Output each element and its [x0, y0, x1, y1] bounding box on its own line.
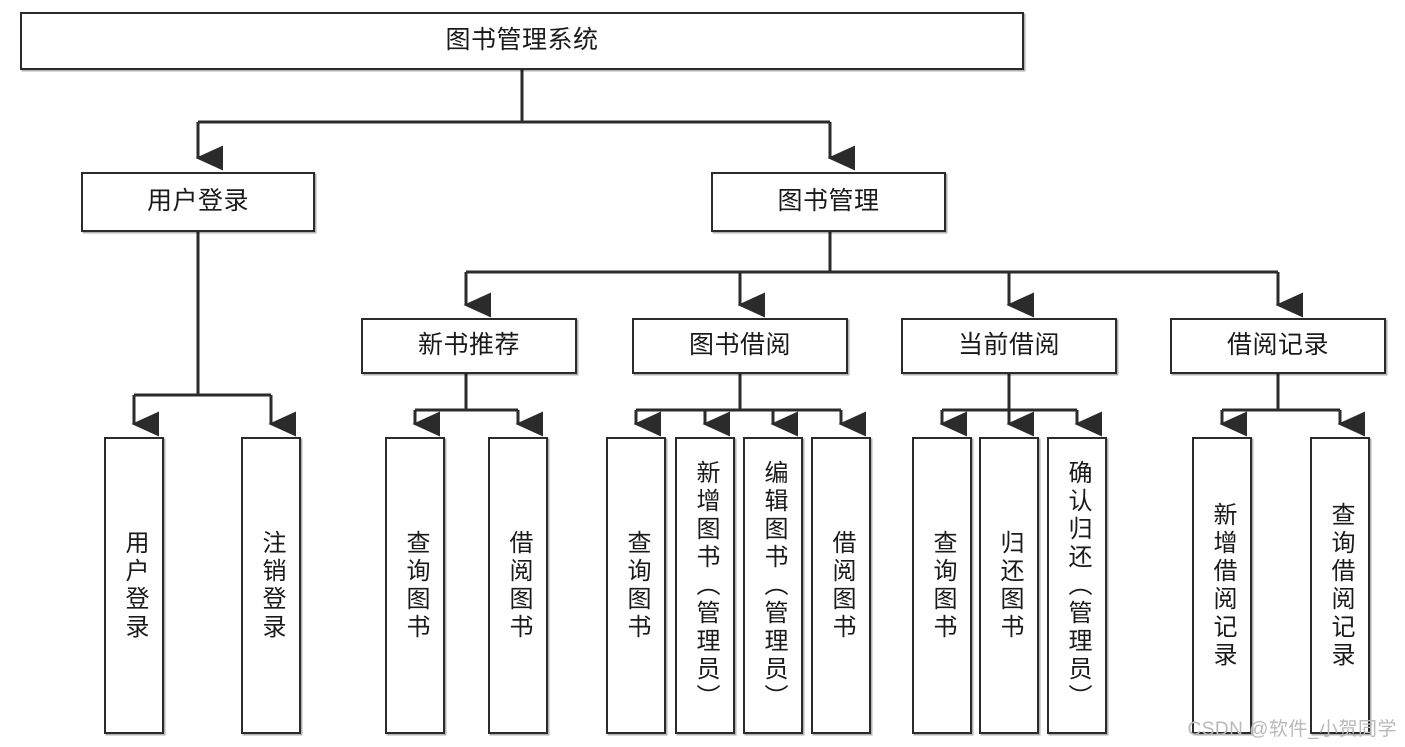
node-leaf-add-borrow-record[interactable]: 新增借阅记录	[1192, 437, 1252, 734]
node-leaf-add-book-admin[interactable]: 新增图书（管理员）	[675, 437, 735, 734]
node-leaf-logout[interactable]: 注销登录	[241, 437, 301, 734]
node-label: 新增图书（管理员）	[692, 459, 719, 712]
node-book-borrow[interactable]: 图书借阅	[632, 318, 848, 374]
node-label: 编辑图书（管理员）	[760, 459, 787, 712]
node-label: 确认归还（管理员）	[1064, 459, 1091, 712]
node-leaf-borrow-book[interactable]: 借阅图书	[811, 437, 871, 734]
node-label: 查询借阅记录	[1327, 501, 1354, 670]
node-label: 用户登录	[146, 187, 249, 216]
node-book-management[interactable]: 图书管理	[711, 172, 946, 232]
csdn-watermark: CSDN @软件_小贺同学	[1187, 719, 1397, 740]
node-label: 借阅记录	[1226, 331, 1329, 360]
node-label: 注销登录	[258, 529, 285, 642]
node-label: 查询图书	[623, 529, 650, 642]
node-current-borrow[interactable]: 当前借阅	[901, 318, 1117, 374]
node-label: 查询图书	[929, 529, 956, 642]
node-leaf-query-book-borrow[interactable]: 查询图书	[606, 437, 666, 734]
node-label: 图书借阅	[688, 331, 791, 360]
node-leaf-edit-book-admin[interactable]: 编辑图书（管理员）	[743, 437, 803, 734]
node-leaf-query-book-new[interactable]: 查询图书	[385, 437, 445, 734]
node-label: 用户登录	[121, 529, 148, 642]
node-label: 图书管理	[777, 187, 880, 216]
node-leaf-query-borrow-record[interactable]: 查询借阅记录	[1310, 437, 1370, 734]
node-leaf-confirm-return-admin[interactable]: 确认归还（管理员）	[1047, 437, 1107, 734]
node-label: 当前借阅	[957, 331, 1060, 360]
node-label: 新增借阅记录	[1209, 501, 1236, 670]
node-label: 归还图书	[996, 529, 1023, 642]
node-leaf-user-login[interactable]: 用户登录	[104, 437, 164, 734]
node-label: 借阅图书	[505, 529, 532, 642]
node-user-login[interactable]: 用户登录	[81, 172, 315, 232]
node-label: 查询图书	[402, 529, 429, 642]
node-leaf-query-book-current[interactable]: 查询图书	[912, 437, 972, 734]
node-label: 新书推荐	[417, 331, 520, 360]
node-label: 图书管理系统	[445, 26, 599, 55]
node-new-book-recommend[interactable]: 新书推荐	[361, 318, 577, 374]
node-borrow-record[interactable]: 借阅记录	[1170, 318, 1386, 374]
node-leaf-return-book[interactable]: 归还图书	[979, 437, 1039, 734]
node-leaf-borrow-book-new[interactable]: 借阅图书	[488, 437, 548, 734]
node-root-book-management-system[interactable]: 图书管理系统	[20, 12, 1024, 70]
node-label: 借阅图书	[828, 529, 855, 642]
